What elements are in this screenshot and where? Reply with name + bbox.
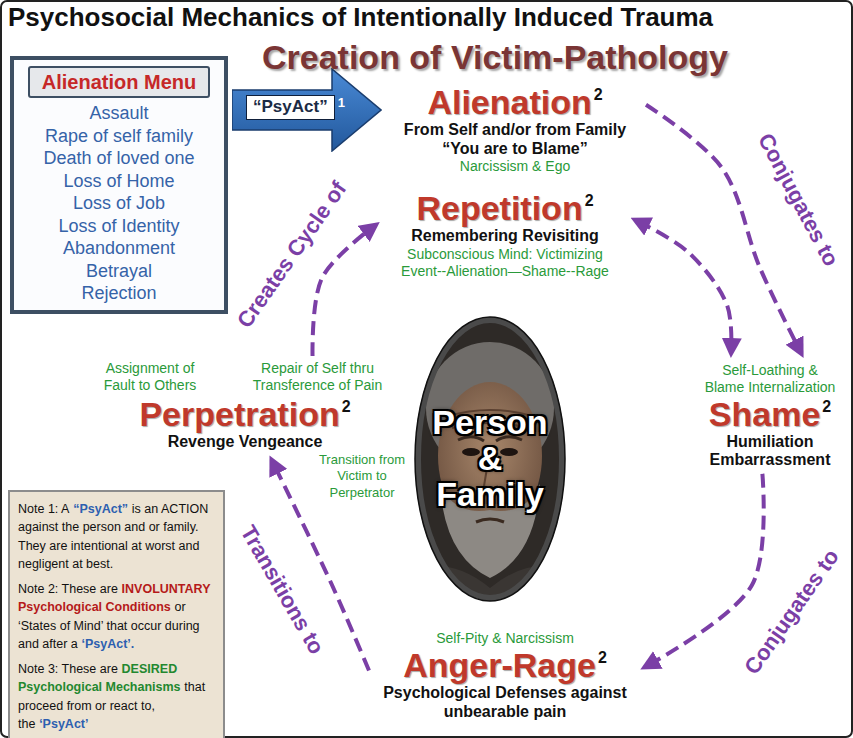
arrow-body <box>232 69 381 151</box>
stage-node: Assignment of Fault to Others Repair of S… <box>92 356 399 455</box>
footnote-mark: 2 <box>594 87 603 103</box>
edge-label: Conjugates to <box>740 545 844 679</box>
portrait-part <box>414 316 566 602</box>
note-text: Note 3: These are <box>18 662 118 676</box>
text-row: Shame2 <box>700 396 840 433</box>
cycle-arrow <box>647 474 763 666</box>
mechanism-note: Subconscious Mind: Victimizing Event--Al… <box>385 246 625 280</box>
menu-box: Alienation MenuAssaultRape of self famil… <box>10 56 228 314</box>
note-emphasis: ‘PsyAct’. <box>82 637 135 651</box>
text-row: Alienation Menu <box>18 66 220 102</box>
note-text: Note 2: These are <box>18 582 118 596</box>
portrait-part <box>476 519 504 522</box>
oval-outline <box>415 317 565 601</box>
text-row: Subconscious Mind: Victimizing Event--Al… <box>385 246 625 280</box>
mechanism-note: Narcissism & Ego <box>460 158 570 175</box>
cycle-arrow <box>638 221 732 350</box>
menu-item: Death of loved one <box>43 147 194 170</box>
text-row: Narcissism & Ego <box>390 158 640 175</box>
note-paragraph: Note 2: These areINVOLUNTARY Psychologic… <box>18 579 215 652</box>
menu-item: Loss of Job <box>73 192 165 215</box>
diagram-subtitle: Creation of Victim-Pathology <box>262 38 728 77</box>
footnote-mark: 2 <box>342 399 351 415</box>
mechanism-note: Self-Pity & Narcissism <box>436 630 574 647</box>
text-row: Humiliation Embarrassment <box>700 433 840 470</box>
stage-heading: Perpetration <box>139 396 339 433</box>
edge-label: Creates Cycle of <box>233 177 352 332</box>
note-paragraph: Note 3: These areDESIRED Psychological M… <box>18 659 215 732</box>
note-paragraph: Note 1: A“PsyAct”is an ACTION against th… <box>18 499 215 572</box>
text-row: Perpetration2 <box>98 396 393 433</box>
stage-node: Self-Pity & NarcissismAnger-Rage2Psychol… <box>369 626 641 725</box>
stage-subtitle: Psychological Defenses against unbearabl… <box>375 684 635 721</box>
menu-item: Betrayal <box>86 260 152 283</box>
stage-subtitle: Revenge Vengeance <box>168 433 323 451</box>
note-text: Note 1: A <box>18 502 69 516</box>
text-row: Loss of Job <box>18 192 220 215</box>
footnote-mark: 2 <box>822 399 831 415</box>
text-row: Rape of self family <box>18 125 220 148</box>
text-row: Loss of Home <box>18 170 220 193</box>
oval-border <box>418 320 562 598</box>
mechanism-note: Self-Loathing & Blame Internalization <box>700 362 840 396</box>
text-row: Self-Pity & Narcissism <box>375 630 635 647</box>
text-row: Rejection <box>18 282 220 305</box>
menu-heading: Alienation Menu <box>28 66 210 98</box>
diagram-title: Psychosocial Mechanics of Intentionally … <box>8 3 713 33</box>
text-row: Self-Loathing & Blame Internalization <box>700 362 840 396</box>
text-row: Assault <box>18 102 220 125</box>
note-emphasis: “PsyAct” <box>73 502 128 516</box>
cycle-arrow <box>313 227 374 356</box>
text-row: Psychological Defenses against unbearabl… <box>375 684 635 721</box>
text-row: Person & Family <box>425 405 555 512</box>
text-row: Betrayal <box>18 260 220 283</box>
text-row: Abandonment <box>18 237 220 260</box>
text-row: “PsyAct”1 <box>246 95 382 120</box>
stage-heading: Repetition <box>416 190 582 227</box>
stage-subtitle: Humiliation Embarrassment <box>705 433 835 470</box>
edge-label: Transitions to <box>235 521 328 658</box>
footnote-mark: 2 <box>598 650 607 666</box>
menu-item: Loss of Identity <box>58 215 179 238</box>
mechanism-note: Assignment of Fault to Others <box>98 360 203 394</box>
text-row: From Self and/or from Family “You are to… <box>390 121 640 158</box>
stage-heading: Anger-Rage <box>403 647 596 684</box>
text-row: Remembering Revisiting <box>385 227 625 245</box>
stage-node: Alienation2From Self and/or from Family … <box>384 80 646 179</box>
menu-item: Abandonment <box>63 237 175 260</box>
stage-subtitle: Remembering Revisiting <box>411 227 599 245</box>
person-oval: Person & Family <box>414 316 566 602</box>
menu-item: Assault <box>89 102 148 125</box>
text-row: Assignment of Fault to Others Repair of S… <box>98 360 393 394</box>
note-emphasis: ‘PsyAct’ <box>39 717 88 731</box>
portrait-illustration <box>414 316 566 602</box>
text-row: Death of loved one <box>18 147 220 170</box>
text-row: Revenge Vengeance <box>98 433 393 451</box>
stage-heading: Shame <box>709 396 821 433</box>
footnote-mark: 1 <box>338 96 345 109</box>
menu-item: Rape of self family <box>45 125 193 148</box>
stage-node: Self-Loathing & Blame InternalizationSha… <box>694 358 846 474</box>
stage-heading: Alienation <box>427 84 591 121</box>
portrait-part <box>500 448 518 456</box>
text-row: Alienation2 <box>390 84 640 121</box>
center-label: Person & Family <box>425 405 555 512</box>
stage-node: Repetition2Remembering RevisitingSubcons… <box>379 186 631 283</box>
portrait-part <box>462 448 480 456</box>
text-row: Anger-Rage2 <box>375 647 635 684</box>
stage-subtitle: From Self and/or from Family “You are to… <box>390 121 640 158</box>
notes-box: Note 1: A“PsyAct”is an ACTION against th… <box>8 490 225 738</box>
menu-item: Loss of Home <box>63 170 174 193</box>
mechanism-note: Repair of Self thru Transference of Pain <box>243 360 393 394</box>
text-row: Repetition2 <box>385 190 625 227</box>
transition-note: Transition from Victim to Perpetrator <box>312 452 412 501</box>
psyact-arrow: “PsyAct”1 <box>232 68 382 152</box>
text-row: Loss of Identity <box>18 215 220 238</box>
psyact-label: “PsyAct” <box>246 95 335 120</box>
footnote-mark: 2 <box>585 193 594 209</box>
edge-label: Conjugates to <box>753 130 843 271</box>
menu-item: Rejection <box>81 282 156 305</box>
